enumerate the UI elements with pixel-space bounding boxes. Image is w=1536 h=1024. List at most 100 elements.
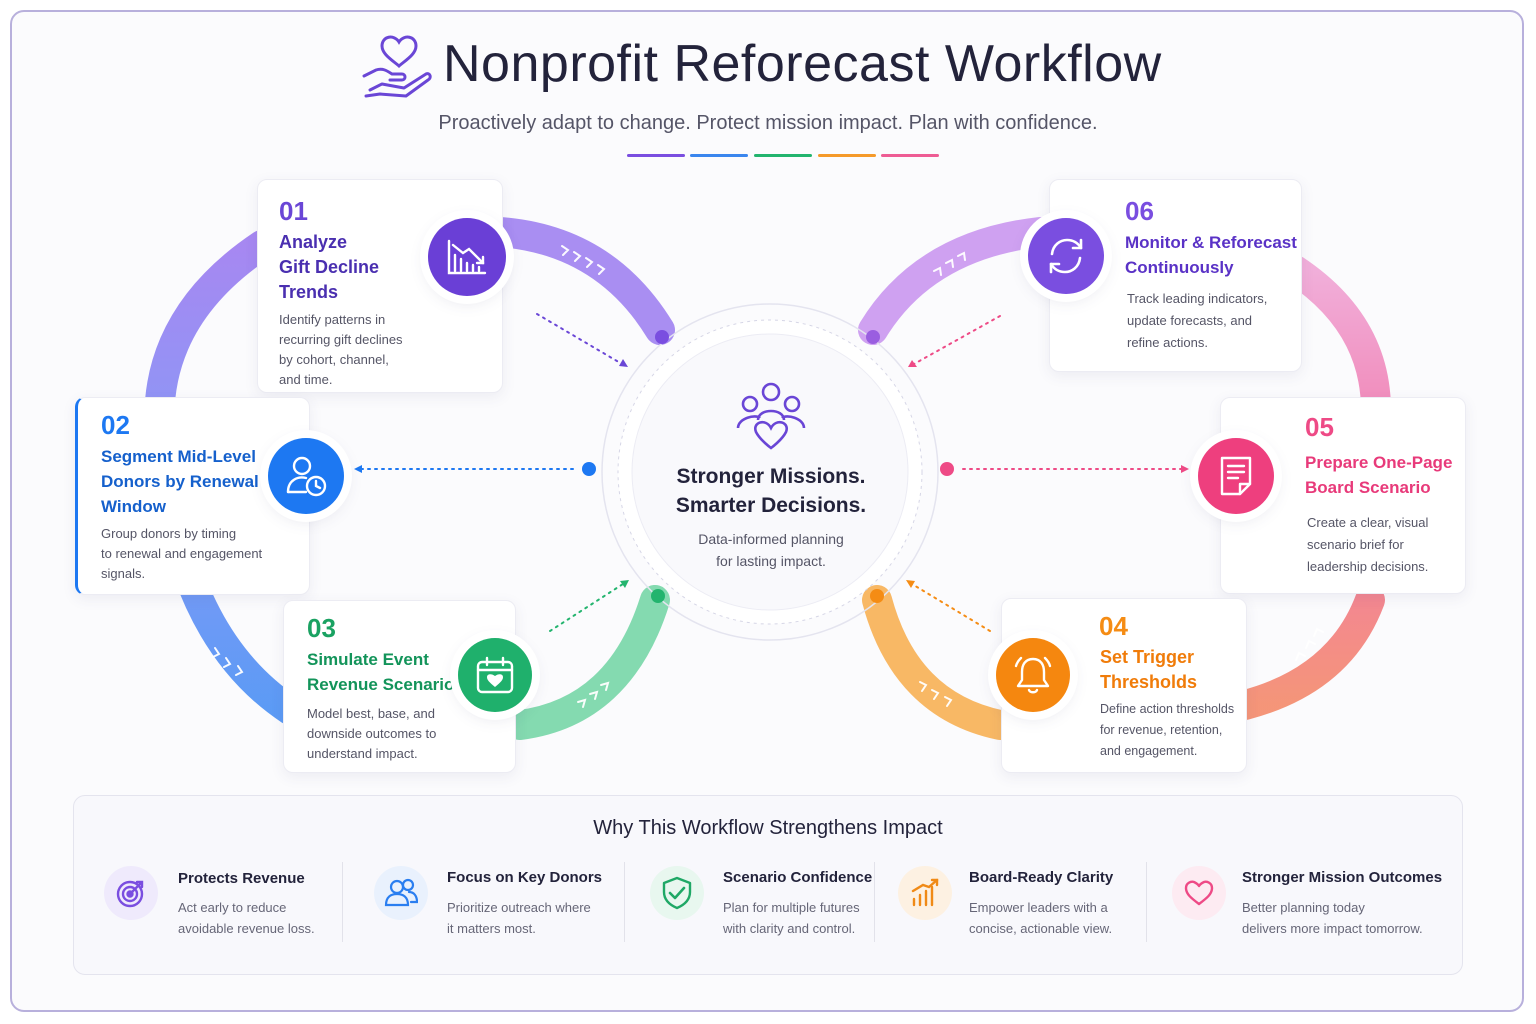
step-description-line: Create a clear, visual (1307, 515, 1429, 530)
accent-dash-orange (818, 154, 876, 157)
heart-hand-icon (362, 35, 432, 98)
benefit-title: Protects Revenue (178, 870, 305, 887)
benefit-description-line: concise, actionable view. (969, 921, 1113, 936)
step-description-line: Track leading indicators, (1127, 291, 1268, 306)
step-description-line: Group donors by timing (101, 526, 237, 541)
ring-arc-top-left (485, 217, 675, 345)
benefits-title: Why This Workflow Strengthens Impact (593, 817, 943, 839)
page-title: Nonprofit Reforecast Workflow (443, 35, 1162, 93)
benefit-title: Scenario Confidence (723, 869, 873, 886)
step-description-line: Define action thresholds (1100, 702, 1235, 716)
benefit-description: Plan for multiple futures with clarity a… (723, 897, 860, 939)
benefit-description-line: avoidable revenue loss. (178, 921, 315, 936)
step-title-line: Board Scenario (1305, 478, 1431, 497)
benefit-divider (874, 862, 875, 942)
step-description-line: by cohort, channel, (279, 352, 389, 367)
step-title-line: Donors by Renewal (101, 472, 259, 491)
step-number: 06 (1125, 196, 1154, 226)
benefit-description-line: with clarity and control. (723, 921, 856, 936)
benefit-description: Better planning today delivers more impa… (1242, 897, 1423, 939)
step-description-line: to renewal and engagement (101, 546, 263, 561)
step-description-line: understand impact. (307, 746, 418, 761)
step-description-line: scenario brief for (1307, 537, 1404, 552)
bell-icon (1014, 656, 1052, 694)
calendar-heart-icon (476, 656, 514, 694)
step-description-line: Identify patterns in (279, 312, 386, 327)
step-description-line: signals. (101, 566, 146, 581)
step-description: Identify patterns in recurring gift decl… (279, 310, 479, 390)
step-title-line: Prepare One-Page (1305, 453, 1453, 472)
step-number: 03 (307, 613, 336, 643)
benefit-divider (1146, 862, 1147, 942)
step-title: Simulate Event Revenue Scenarios (307, 647, 464, 697)
step-description-line: recurring gift declines (279, 332, 403, 347)
step-icon-badge-06 (1028, 218, 1104, 294)
center-title-line-1: Stronger Missions. (676, 465, 866, 488)
step-card-02[interactable]: 02 Segment Mid-Level Donors by Renewal W… (75, 397, 310, 595)
step-title-line: Continuously (1125, 258, 1234, 277)
benefit-description-line: Plan for multiple futures (723, 900, 860, 915)
step-number: 01 (279, 196, 308, 226)
step-card-05[interactable]: 05 Prepare One-Page Board Scenario Creat… (1220, 397, 1466, 594)
people-heart-icon (736, 382, 806, 450)
benefit-description-line: Better planning today (1242, 900, 1365, 915)
step-number: 05 (1305, 412, 1334, 442)
benefit-description-line: delivers more impact tomorrow. (1242, 921, 1423, 936)
step-description-line: downside outcomes to (307, 726, 437, 741)
user-clock-icon (286, 456, 327, 497)
step-title-line: Window (101, 497, 166, 516)
center-subtitle-line-1: Data-informed planning (698, 531, 844, 547)
step-description-line: for revenue, retention, (1100, 723, 1223, 737)
step-title: Monitor & Reforecast Continuously (1125, 230, 1297, 280)
benefit-icon-badge (1172, 866, 1226, 920)
benefit-description-line: Prioritize outreach where (447, 900, 591, 915)
benefit-divider (342, 862, 343, 942)
benefit-description-line: it matters most. (447, 921, 536, 936)
step-title-line: Simulate Event (307, 650, 429, 669)
benefits-panel (73, 795, 1463, 975)
center-title: Stronger Missions. Smarter Decisions. (640, 462, 902, 520)
accent-dash-pink (881, 154, 939, 157)
target-icon (116, 880, 144, 908)
step-title-line: Set Trigger (1100, 647, 1195, 667)
step-title: Set Trigger Thresholds (1100, 645, 1197, 695)
heart-icon (1184, 880, 1214, 906)
step-title-line: Analyze (279, 232, 348, 252)
benefit-divider (624, 862, 625, 942)
step-number: 04 (1099, 611, 1128, 641)
step-icon-badge-01 (428, 218, 506, 296)
step-title-line: Trends (279, 282, 339, 302)
step-title-line: Revenue Scenarios (307, 675, 464, 694)
step-description-line: leadership decisions. (1307, 559, 1429, 574)
benefit-description-line: Empower leaders with a (969, 900, 1108, 915)
step-title-line: Thresholds (1100, 672, 1198, 692)
ring-arc-top-right (858, 217, 1055, 345)
benefit-description: Act early to reduce avoidable revenue lo… (178, 897, 315, 939)
step-icon-badge-02 (268, 438, 344, 514)
chart-decline-icon (447, 239, 487, 275)
bar-chart-up-icon (911, 878, 939, 907)
accent-dash-blue (690, 154, 748, 157)
refresh-icon (1049, 238, 1083, 274)
benefit-title: Focus on Key Donors (447, 869, 603, 886)
step-title-line: Monitor & Reforecast (1125, 233, 1297, 252)
ring-arc-bottom-left (505, 585, 670, 740)
step-description: Model best, base, and downside outcomes … (307, 704, 497, 764)
step-description: Group donors by timing to renewal and en… (101, 524, 301, 584)
step-card-01[interactable]: 01 Analyze Gift Decline Trends Identify … (257, 179, 503, 393)
step-description: Create a clear, visual scenario brief fo… (1307, 512, 1457, 578)
step-description: Track leading indicators, update forecas… (1127, 288, 1297, 354)
benefit-title: Board-Ready Clarity (969, 869, 1114, 886)
benefit-icon-badge (374, 866, 428, 920)
step-description-line: and engagement. (1100, 744, 1198, 758)
page-subtitle: Proactively adapt to change. Protect mis… (438, 112, 1098, 134)
step-number: 02 (101, 410, 130, 440)
ring-arc-bottom-right (862, 585, 1015, 740)
step-title-line: Gift Decline (279, 257, 380, 277)
benefit-icon-badge (898, 866, 952, 920)
document-icon (1220, 456, 1252, 496)
step-description-line: Model best, base, and (307, 706, 435, 721)
accent-dash-green (754, 154, 812, 157)
center-subtitle-line-2: for lasting impact. (716, 553, 826, 569)
step-description-line: update forecasts, and (1127, 313, 1253, 328)
